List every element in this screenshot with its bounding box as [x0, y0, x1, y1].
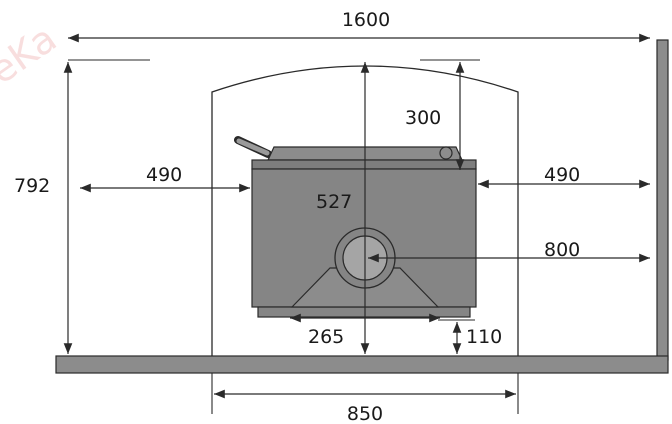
label-flue-height: 800 [544, 239, 580, 261]
lid-knob [439, 146, 453, 160]
label-stove-depth: 265 [308, 326, 344, 348]
label-right-clearance: 490 [544, 164, 580, 186]
stove-unit [234, 136, 477, 318]
label-overall-width: 1600 [342, 9, 390, 31]
label-arch-gap: 300 [405, 107, 441, 129]
stove-top-plate [251, 159, 477, 170]
label-floor-clearance: 110 [466, 326, 502, 348]
floor-slab [55, 355, 669, 374]
watermark-text: eKa [0, 16, 64, 93]
back-wall [656, 39, 669, 361]
stove-base [257, 306, 471, 318]
label-niche-width: 850 [347, 403, 383, 424]
stove-handle-grip [236, 138, 270, 156]
label-overall-height: 792 [14, 175, 50, 197]
label-left-clearance: 490 [146, 164, 182, 186]
label-niche-height: 527 [316, 191, 352, 213]
